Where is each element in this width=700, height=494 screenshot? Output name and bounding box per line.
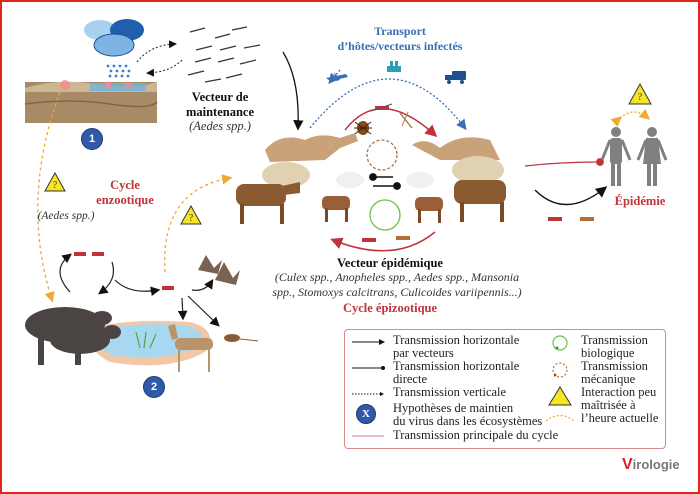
epizootic-cycle-label: Cycle épizootique <box>342 301 438 315</box>
legend-item-principal: Transmission principale du cycle <box>393 428 559 442</box>
human-female-icon <box>636 127 668 186</box>
vertical-symbol <box>352 392 384 396</box>
rain-icon <box>106 64 131 78</box>
uncertain-arrow <box>164 174 233 273</box>
mosquito-icon <box>74 252 174 290</box>
site-badge-2: 2 <box>143 376 165 398</box>
mosquito-icon <box>399 111 413 129</box>
gazelle-icon <box>168 324 213 372</box>
uncertain-arrow <box>37 91 61 303</box>
cow-icon <box>236 182 300 224</box>
enzootic-species: (Aedes spp.) <box>37 210 95 222</box>
camel-icon <box>412 137 500 160</box>
cow-icon <box>454 180 506 222</box>
warning-triangle-icon: ? <box>628 83 652 105</box>
mechanical-symbol <box>552 362 568 378</box>
enzootic-cycle-label: Cycle enzootique <box>96 178 154 207</box>
truck-icon <box>445 71 466 84</box>
warning-triangle-icon: ? <box>180 205 202 225</box>
transport-label: Transport d’hôtes/vecteurs infectés <box>337 24 463 53</box>
horizontal-vector-symbol <box>352 339 385 345</box>
camel-icon <box>265 133 358 162</box>
biological-transmission-cycle <box>369 199 401 231</box>
biological-symbol <box>552 335 568 351</box>
warning-triangle-icon <box>548 386 572 406</box>
legend-item-vertical: Transmission verticale <box>393 385 507 399</box>
rodent-icon <box>224 334 259 342</box>
virologie-logo: Virologie <box>622 456 680 473</box>
mosquito-swarm-icon <box>187 26 261 83</box>
airplane-icon <box>326 72 348 81</box>
goat-icon <box>415 197 443 223</box>
epidemic-label: Épidémie <box>614 194 666 208</box>
bat-icon <box>198 255 240 285</box>
warning-triangle-icon: ? <box>44 172 66 192</box>
hypotheses-badge-icon: X <box>356 404 376 424</box>
svg-text:?: ? <box>189 213 194 224</box>
maintenance-vector-species: (Aedes spp.) <box>189 119 251 133</box>
epidemic-vector-species: (Culex spp., Anopheles spp., Aedes spp.,… <box>272 270 522 299</box>
horizontal-direct-symbol <box>352 366 385 370</box>
mosquito-icon <box>362 236 410 242</box>
soil-icon <box>24 80 158 123</box>
goat-icon <box>322 196 350 222</box>
ship-icon <box>387 61 401 72</box>
human-male-icon <box>600 127 632 186</box>
principal-symbol <box>352 435 384 437</box>
mosquito-icon <box>548 217 594 221</box>
svg-text:?: ? <box>53 180 58 191</box>
buffalo-icon <box>25 307 121 365</box>
cloud-icon <box>84 19 144 57</box>
maintenance-vector-label: Vecteur de maintenance <box>185 90 255 119</box>
tick-icon <box>354 121 372 135</box>
uncertain-symbol <box>545 414 575 422</box>
epidemic-vector-label: Vecteur épidémique <box>337 256 443 270</box>
mechanical-transmission-cycle <box>366 139 398 171</box>
mosquito-icon <box>370 103 393 112</box>
svg-text:?: ? <box>638 92 643 103</box>
sheep-icon <box>262 162 364 188</box>
sheep-icon <box>406 156 504 188</box>
site-badge-1: 1 <box>81 128 103 150</box>
